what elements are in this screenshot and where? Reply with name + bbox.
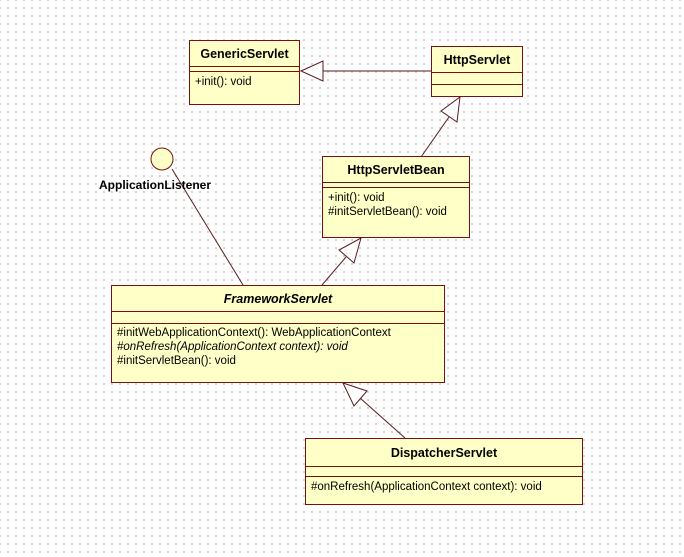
generalization-arrowhead-httpservlet	[440, 95, 461, 123]
class-name-httpservlet: HttpServlet	[432, 47, 522, 73]
attributes-compartment	[306, 467, 582, 477]
class-name-genericservlet: GenericServlet	[190, 41, 299, 67]
operations-compartment: +init(): void	[190, 72, 299, 104]
attributes-compartment	[190, 67, 299, 72]
operation-initservletbean: #initServletBean(): void	[117, 355, 236, 367]
attributes-compartment	[323, 183, 469, 188]
class-box-genericservlet[interactable]: GenericServlet +init(): void	[189, 40, 300, 105]
class-name-dispatcherservlet: DispatcherServlet	[306, 439, 582, 467]
operation-onrefresh: #onRefresh(ApplicationContext context): …	[311, 481, 542, 493]
realization-line-applicationlistener	[171, 168, 244, 286]
attributes-compartment	[112, 312, 444, 324]
operation-initwebapplicationcontext: #initWebApplicationContext(): WebApplica…	[117, 327, 391, 339]
applicationlistener-label: ApplicationListener	[99, 178, 212, 192]
generalization-line-httpservletbean-httpservlet	[420, 116, 450, 158]
operations-compartment: #initWebApplicationContext(): WebApplica…	[112, 324, 444, 382]
operations-compartment: #onRefresh(ApplicationContext context): …	[306, 477, 582, 504]
class-box-httpservlet[interactable]: HttpServlet	[431, 46, 523, 97]
class-name-httpservletbean: HttpServletBean	[323, 157, 469, 183]
operations-compartment	[432, 85, 522, 96]
class-name-frameworkservlet: FrameworkServlet	[112, 286, 444, 312]
operation-initservletbean: #initServletBean(): void	[328, 206, 447, 218]
generalization-arrowhead-frameworkservlet	[342, 382, 368, 407]
attributes-compartment	[432, 73, 522, 85]
operation-init: +init(): void	[195, 76, 252, 88]
class-box-dispatcherservlet[interactable]: DispatcherServlet #onRefresh(Application…	[305, 438, 583, 505]
class-box-httpservletbean[interactable]: HttpServletBean +init(): void #initServl…	[322, 156, 470, 238]
generalization-arrowhead-genericservlet	[299, 60, 324, 82]
operation-onrefresh: #onRefresh(ApplicationContext context): …	[117, 341, 348, 353]
generalization-arrowhead-httpservletbean	[338, 236, 362, 264]
operation-init: +init(): void	[328, 192, 385, 204]
generalization-line-frameworkservlet-httpservletbean	[321, 256, 347, 286]
generalization-line-dispatcherservlet-frameworkservlet	[359, 397, 406, 439]
class-box-frameworkservlet[interactable]: FrameworkServlet #initWebApplicationCont…	[111, 285, 445, 383]
applicationlistener-interface-icon	[150, 147, 174, 171]
operations-compartment: +init(): void #initServletBean(): void	[323, 188, 469, 237]
